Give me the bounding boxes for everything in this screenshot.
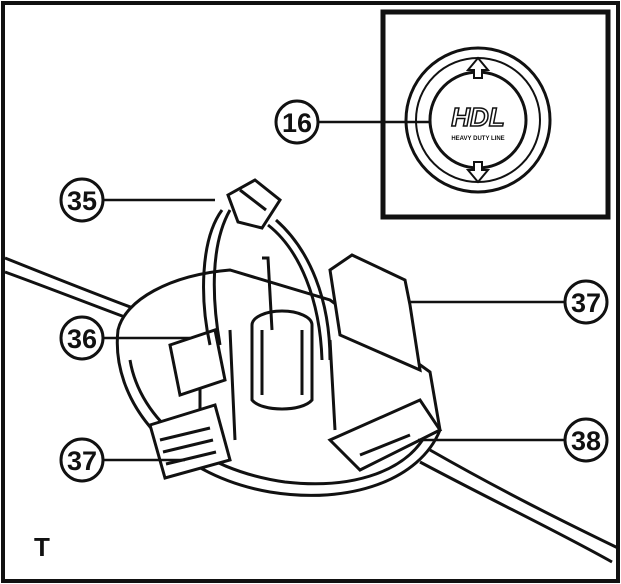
hdl-logo: HDL [451,102,504,132]
arrow-down-icon [465,161,491,184]
callout-36: 36 [59,315,105,361]
connector-plug [226,178,282,230]
callout-37-top: 37 [563,279,609,325]
tab-37-top [328,253,422,373]
wire-harness [202,209,332,361]
callout-37-bottom: 37 [59,437,105,483]
spring-seat-36 [168,328,227,397]
callout-37-top-label: 37 [571,288,601,318]
callout-16: 16 [274,99,320,145]
callout-35-label: 35 [67,186,97,216]
hdl-subtext: HEAVY DUTY LINE [451,136,504,142]
spool-illustration [115,253,443,497]
line-channel-38 [327,398,443,472]
arrow-up-icon [465,56,491,79]
leader-lines [103,120,565,462]
callout-38: 38 [563,417,609,463]
inset-detail: HDL HEAVY DUTY LINE [380,9,611,220]
callout-16-label: 16 [282,108,312,138]
callout-38-label: 38 [571,426,601,456]
panel-letter: T [34,532,50,562]
callout-35: 35 [59,177,105,223]
callout-37-bottom-label: 37 [67,446,97,476]
callout-36-label: 36 [67,324,97,354]
